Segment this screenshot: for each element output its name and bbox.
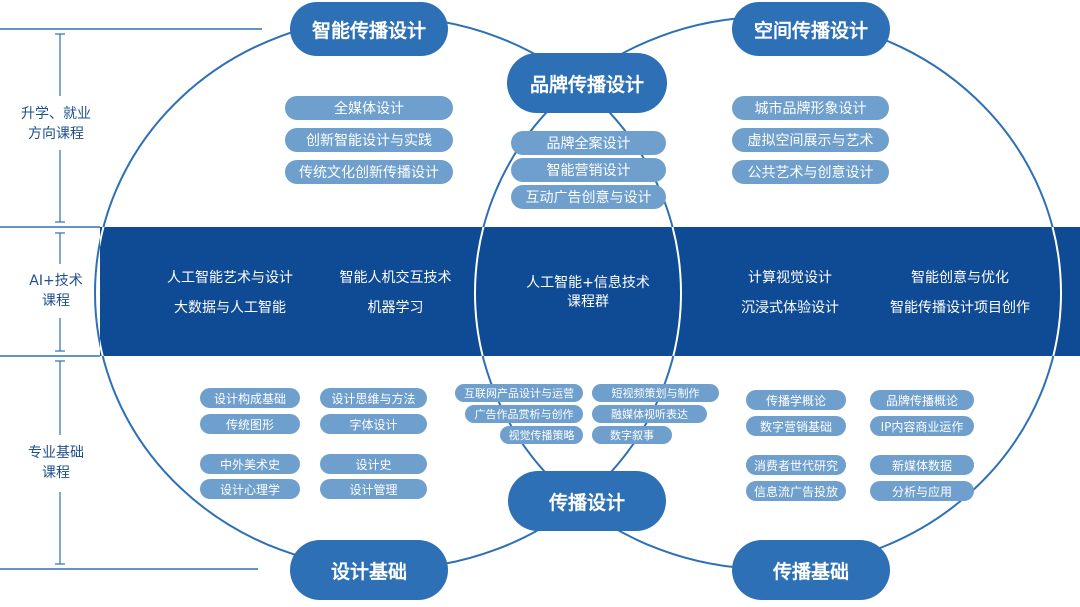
course-pill[interactable]: 短视频策划与制作 <box>592 384 719 402</box>
side-label-upper: 升学、就业 方向课程 <box>21 106 91 142</box>
direction-comm-basics[interactable]: 传播基础 <box>732 540 890 600</box>
direction-brand[interactable]: 品牌传播设计 <box>507 53 667 113</box>
course-pill[interactable]: 信息流广告投放 <box>746 481 846 501</box>
course-pill[interactable]: 互联网产品设计与运营 <box>455 384 583 402</box>
direction-comm-design[interactable]: 传播设计 <box>508 471 666 531</box>
course-pill[interactable]: 新媒体数据 <box>870 455 974 475</box>
ai-course: 计算视觉设计 <box>748 270 832 286</box>
course-pill[interactable]: 设计心理学 <box>200 479 300 499</box>
side-label-middle: AI+技术 课程 <box>29 273 83 309</box>
course-pill[interactable]: 中外美术史 <box>200 454 300 474</box>
ai-course: 智能人机交互技术 <box>339 270 452 286</box>
course-pill[interactable]: 数字叙事 <box>592 426 672 444</box>
ai-course: 机器学习 <box>367 300 424 316</box>
course-pill[interactable]: 设计思维与方法 <box>320 388 427 408</box>
ai-band <box>100 227 1080 356</box>
ai-course: 大数据与人工智能 <box>174 300 286 316</box>
ai-course: 沉浸式体验设计 <box>741 300 839 316</box>
course-pill[interactable]: 全媒体设计 <box>285 96 453 120</box>
course-pill[interactable]: 虚拟空间展示与艺术 <box>732 128 889 152</box>
course-pill[interactable]: 融媒体视听表达 <box>592 405 707 423</box>
ai-center-subtitle: 课程群 <box>567 294 609 310</box>
side-label-lower: 专业基础 课程 <box>28 445 84 481</box>
course-pill[interactable]: 智能营销设计 <box>511 158 666 182</box>
course-pill[interactable]: 品牌全案设计 <box>511 131 666 155</box>
course-pill[interactable]: 数字营销基础 <box>746 416 846 436</box>
direction-space[interactable]: 空间传播设计 <box>732 2 890 56</box>
ai-course: 人工智能艺术与设计 <box>167 270 293 286</box>
ai-course: 智能创意与优化 <box>911 270 1009 286</box>
ai-center-title: 人工智能+信息技术 <box>526 275 650 291</box>
course-pill[interactable]: 城市品牌形象设计 <box>732 96 889 120</box>
course-pill[interactable]: 分析与应用 <box>870 481 974 501</box>
course-pill[interactable]: 视觉传播策略 <box>500 426 583 444</box>
course-pill[interactable]: 设计构成基础 <box>200 388 300 408</box>
direction-design-basics[interactable]: 设计基础 <box>290 540 448 600</box>
ai-course: 智能传播设计项目创作 <box>890 300 1030 316</box>
course-pill[interactable]: 品牌传播概论 <box>870 390 974 410</box>
course-pill[interactable]: 设计史 <box>320 454 427 474</box>
course-pill[interactable]: 传统图形 <box>200 414 300 434</box>
course-pill[interactable]: 创新智能设计与实践 <box>285 128 453 152</box>
course-pill[interactable]: 传统文化创新传播设计 <box>285 160 453 184</box>
course-pill[interactable]: 公共艺术与创意设计 <box>732 160 889 184</box>
course-pill[interactable]: 字体设计 <box>320 414 427 434</box>
course-pill[interactable]: 广告作品赏析与创作 <box>465 405 583 423</box>
course-pill[interactable]: IP内容商业运作 <box>870 416 974 436</box>
course-pill[interactable]: 互动广告创意与设计 <box>511 185 666 209</box>
course-pill[interactable]: 设计管理 <box>320 479 427 499</box>
course-pill[interactable]: 传播学概论 <box>746 390 846 410</box>
direction-intelligent[interactable]: 智能传播设计 <box>290 2 448 56</box>
course-pill[interactable]: 消费者世代研究 <box>746 455 846 475</box>
